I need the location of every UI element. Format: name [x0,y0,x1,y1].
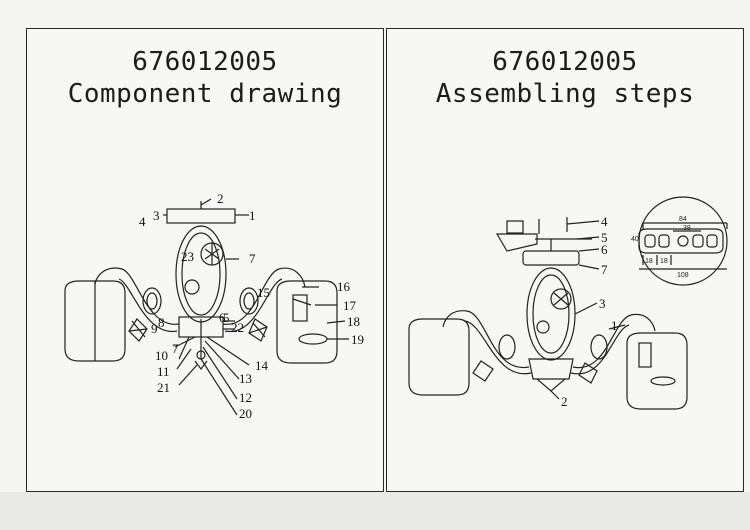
part-label-13: 13 [239,371,252,386]
step-label-7: 7 [601,262,608,277]
inset-dim-40: 40 [631,236,639,243]
bottom-margin [0,492,750,530]
part-label-2: 2 [217,191,224,206]
part-label-12: 12 [239,390,252,405]
step-label-6: 6 [601,242,608,257]
step-label-3: 3 [599,296,606,311]
part-label-22: 22 [231,320,244,335]
part-label-7-upper: 7 [249,251,256,266]
part-label-20: 20 [239,406,252,421]
left-model-number: 676012005 [132,47,278,77]
inset-dim-18-b: 18 [660,258,668,265]
part-label-9: 9 [151,321,158,336]
inset-dim-18-a: 18 [645,258,653,265]
part-label-23: 23 [181,249,194,264]
left-heading: Component drawing [67,79,343,109]
part-label-10: 10 [155,348,168,363]
part-label-11: 11 [157,364,170,379]
step-label-4: 4 [601,214,608,229]
step-label-2: 2 [561,394,568,409]
step-label-5: 5 [601,230,608,245]
part-label-8: 8 [158,315,165,330]
right-model-number: 676012005 [492,47,638,77]
assembling-steps-panel: 676012005 Assembling steps [386,28,744,492]
inset-dim-84: 84 [679,216,687,223]
part-label-14: 14 [255,358,268,373]
inset-dim-108: 108 [677,272,689,279]
part-label-4: 4 [139,214,146,229]
chandelier-assembly-drawing [408,196,728,410]
part-label-6: 6 [219,310,226,325]
part-label-5: 5 [223,310,230,325]
right-heading: Assembling steps [435,79,695,109]
part-label-7-lower: 7 [172,341,179,356]
part-label-1: 1 [249,208,256,223]
part-label-3: 3 [153,208,160,223]
part-label-18: 18 [347,314,360,329]
part-label-17: 17 [343,298,356,313]
inset-dim-38: 38 [683,225,691,232]
part-label-16: 16 [337,279,350,294]
part-label-21: 21 [157,380,170,395]
part-label-19: 19 [351,332,364,347]
step-label-1: 1 [611,318,618,333]
chandelier-component-drawing [64,198,349,416]
part-label-15: 15 [257,285,270,300]
component-drawing-panel: 676012005 Component drawing [26,28,384,492]
